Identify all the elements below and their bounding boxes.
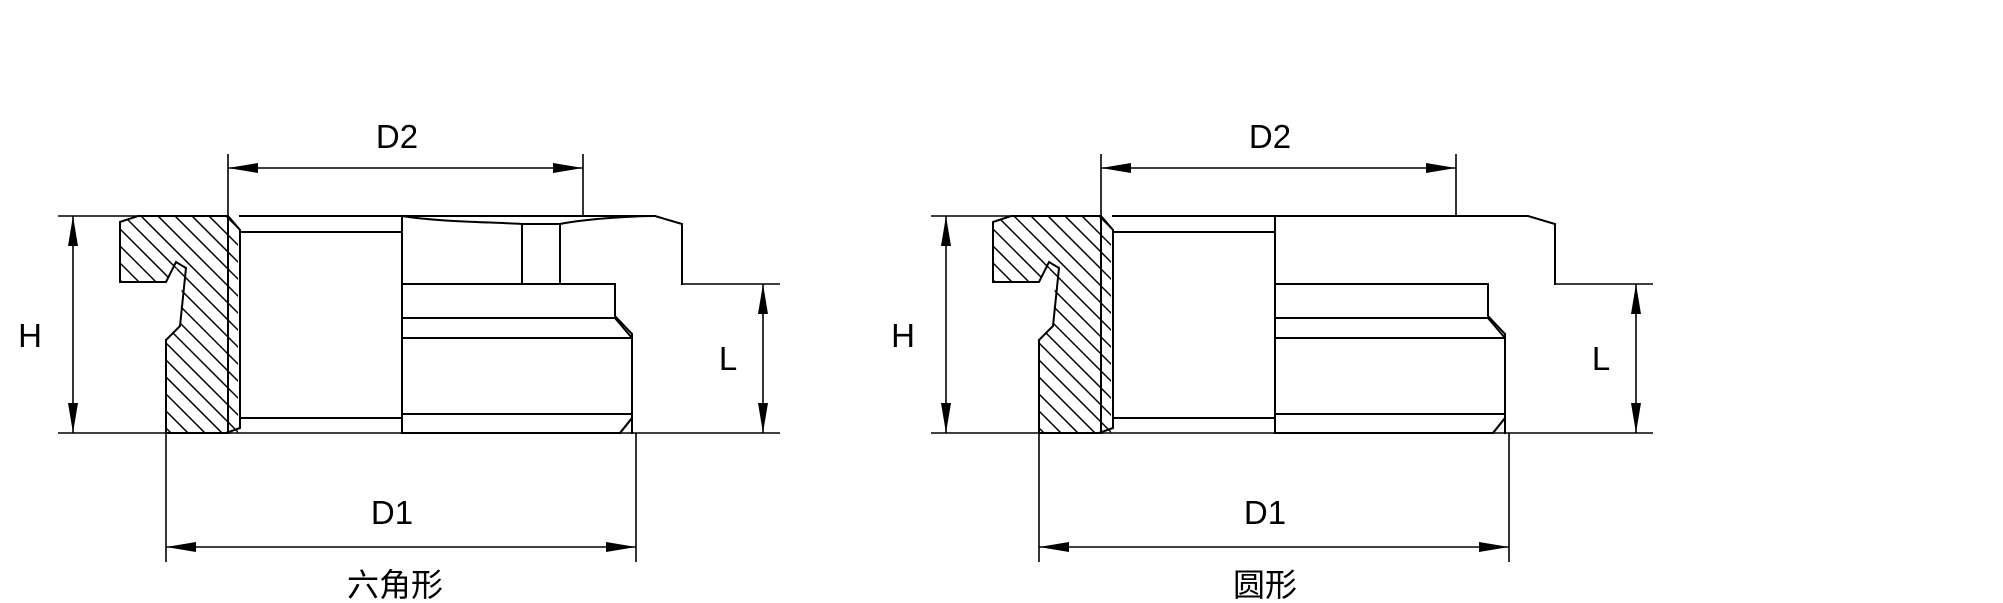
round-d2-dimension: D2 xyxy=(1101,118,1456,173)
round-section-outline xyxy=(992,215,1114,434)
hex-d1-label: D1 xyxy=(371,494,413,531)
hatch-line xyxy=(120,216,238,433)
hex-d1-dimension: D1 xyxy=(166,494,636,552)
hex-d2-dimension: D2 xyxy=(228,118,583,173)
hatch-line xyxy=(993,216,1103,433)
round-l-dimension: L xyxy=(1592,284,1641,433)
round-l-label: L xyxy=(1592,340,1610,377)
round-d1-dimension: D1 xyxy=(1039,494,1509,552)
hatch-line xyxy=(219,216,238,433)
hatch-line xyxy=(993,216,1111,433)
hatch-line xyxy=(236,216,238,433)
hatch-line xyxy=(993,216,1111,433)
hatch-line xyxy=(202,216,238,433)
hatch-line xyxy=(168,216,238,433)
hatch-line xyxy=(993,216,1111,433)
round-h-dimension: H xyxy=(891,216,951,433)
hatch-line xyxy=(120,216,213,433)
round-view: D2 H L D1 圆形 xyxy=(891,118,1653,603)
hatch-line xyxy=(1075,216,1111,433)
hatch-line xyxy=(993,216,1052,433)
hex-section-outline xyxy=(119,215,241,434)
hatch-line xyxy=(185,216,238,433)
hatch-line xyxy=(993,216,1069,433)
hex-l-dimension: L xyxy=(719,284,768,433)
round-caption: 圆形 xyxy=(1233,566,1297,603)
hex-view: D2 H L D1 六角形 xyxy=(0,118,780,603)
round-d2-label: D2 xyxy=(1249,118,1291,155)
hatch-line xyxy=(993,216,1035,433)
hatch-line xyxy=(1007,216,1111,433)
hatch-line xyxy=(1058,216,1111,433)
hatch-line xyxy=(993,216,1111,433)
hatch-line xyxy=(120,216,238,433)
hatch-line xyxy=(120,216,238,433)
hatch-line xyxy=(993,216,1086,433)
hatch-line xyxy=(120,216,238,433)
hatch-line xyxy=(993,216,1111,433)
hatch-line xyxy=(151,216,238,433)
hatch-line xyxy=(1092,216,1111,433)
hex-caption: 六角形 xyxy=(347,566,443,603)
hex-h-label: H xyxy=(18,317,42,354)
hatch-line xyxy=(1041,216,1111,433)
hex-d2-label: D2 xyxy=(376,118,418,155)
hex-h-dimension: H xyxy=(18,216,78,433)
hex-body-outline xyxy=(239,215,683,434)
round-body-outline xyxy=(1112,215,1556,434)
hatch-line xyxy=(0,210,110,440)
round-d1-label: D1 xyxy=(1244,494,1286,531)
round-section-hatching xyxy=(993,216,1111,433)
hatch-line xyxy=(134,216,238,433)
hatch-line xyxy=(120,216,230,433)
hatch-line xyxy=(120,216,238,433)
hex-l-label: L xyxy=(719,340,737,377)
hatch-line xyxy=(1024,216,1111,433)
round-h-label: H xyxy=(891,317,915,354)
hatch-line xyxy=(993,216,1001,433)
hatch-line xyxy=(1109,216,1111,433)
